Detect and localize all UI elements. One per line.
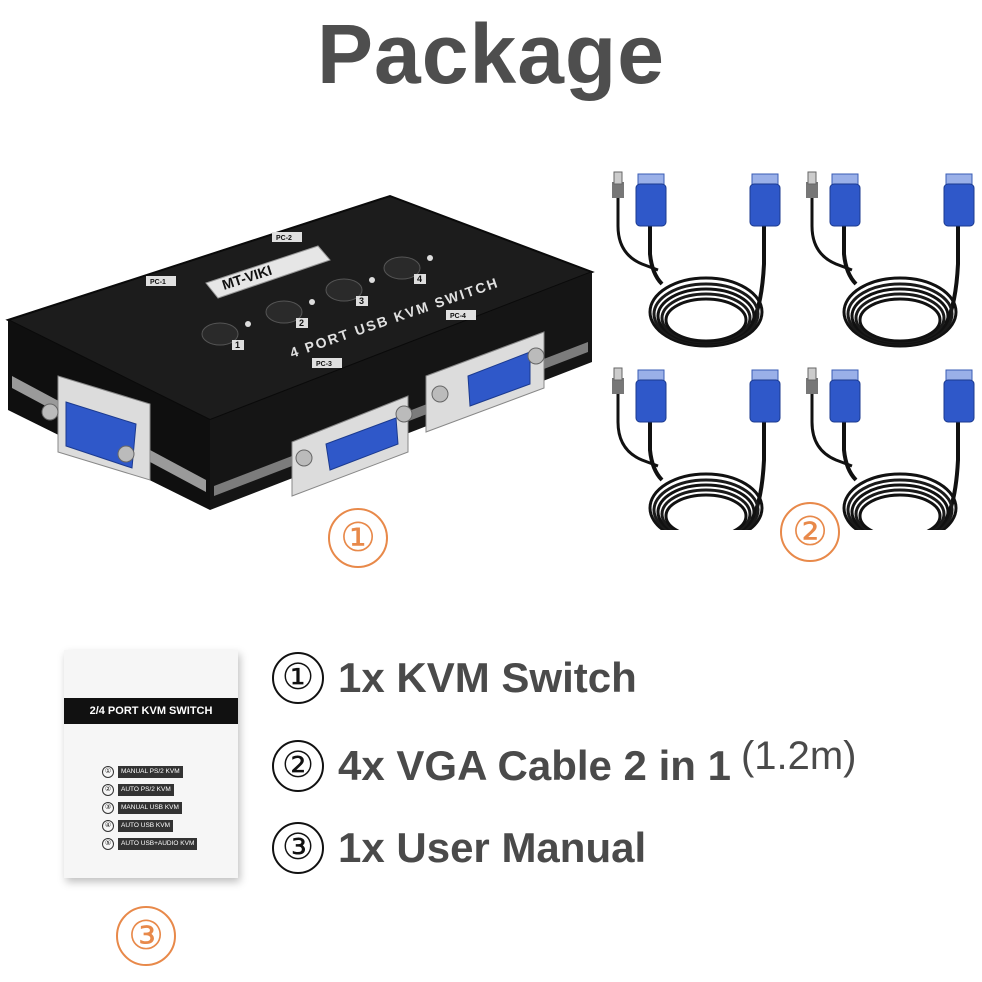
manual-item: ② AUTO PS/2 KVM: [102, 784, 226, 796]
manual-item: ③ MANUAL USB KVM: [102, 802, 226, 814]
manual-item: ① MANUAL PS/2 KVM: [102, 766, 226, 778]
contents-number: ①: [272, 652, 324, 704]
contents-text: 4x VGA Cable 2 in 1: [338, 742, 731, 789]
marker-3: ③: [116, 906, 176, 966]
user-manual-image: 2/4 PORT KVM SWITCH ① MANUAL PS/2 KVM ② …: [64, 650, 238, 878]
contents-text: 1x KVM Switch: [338, 654, 637, 701]
vga-port-side-1: [291, 395, 413, 497]
port-tag-pc1: PC-1: [150, 279, 166, 286]
select-button-1: [201, 322, 239, 346]
contents-item-1: ① 1x KVM Switch: [272, 650, 637, 706]
select-button-2: [265, 300, 303, 324]
contents-subtext: (1.2m): [740, 733, 857, 778]
select-button-3: [325, 278, 363, 302]
manual-item: ④ AUTO USB KVM: [102, 820, 226, 832]
button-number-3: 3: [359, 296, 364, 306]
kvm-switch-image: MT-VIKI 4 PORT USB KVM SWITCH 1 2 3 4: [5, 194, 595, 510]
port-tag-pc2: PC-2: [276, 235, 292, 242]
button-number-2: 2: [299, 318, 304, 328]
contents-number: ②: [272, 740, 324, 792]
port-tag-pc3: PC-3: [316, 361, 332, 368]
manual-item: ⑤ AUTO USB+AUDIO KVM: [102, 838, 226, 850]
contents-item-2: ② 4x VGA Cable 2 in 1 (1.2m): [272, 734, 857, 794]
select-button-4: [383, 256, 421, 280]
contents-number: ③: [272, 822, 324, 874]
port-tag-pc4: PC-4: [450, 313, 466, 320]
contents-text: 1x User Manual: [338, 824, 647, 871]
marker-2: ②: [780, 502, 840, 562]
vga-port-side-2: [425, 331, 545, 433]
page-title: Package: [317, 7, 665, 101]
contents-item-3: ③ 1x User Manual: [272, 820, 646, 876]
vga-port-front: [41, 375, 151, 481]
button-number-4: 4: [417, 274, 422, 284]
marker-1: ①: [328, 508, 388, 568]
vga-cables-image: [610, 170, 976, 530]
manual-heading: 2/4 PORT KVM SWITCH: [64, 698, 238, 724]
button-number-1: 1: [235, 340, 240, 350]
